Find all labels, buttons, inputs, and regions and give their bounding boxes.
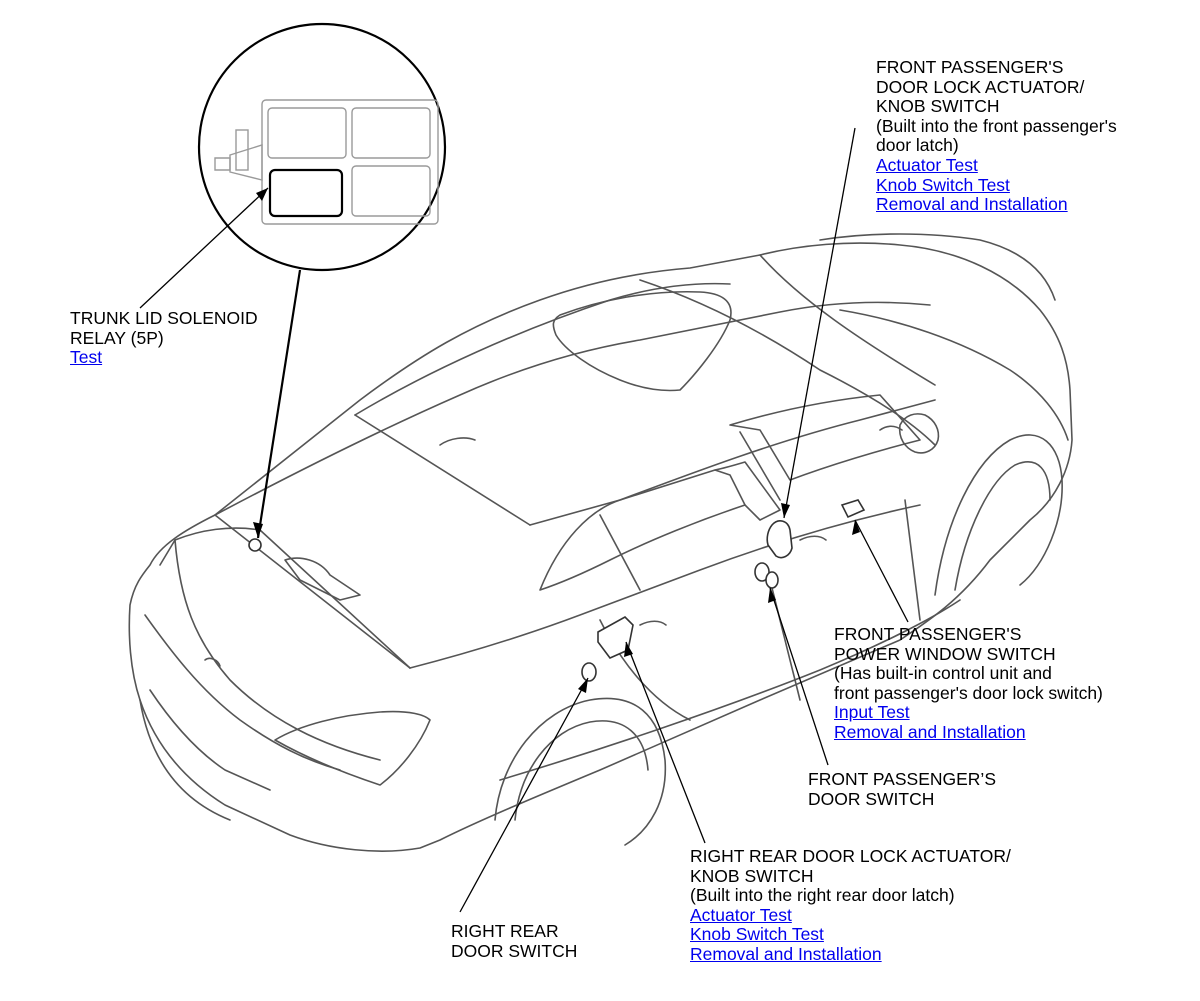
power-window-title-1: FRONT PASSENGER'S [834, 624, 1022, 644]
callout-front-lock-actuator: FRONT PASSENGER'S DOOR LOCK ACTUATOR/ KN… [876, 57, 1117, 215]
trunk-relay-marker [248, 538, 262, 552]
car-body [128, 233, 1073, 852]
rear-lock-title-3: (Built into the right rear door latch) [690, 885, 955, 906]
leader-lines [139, 127, 909, 913]
rear-door-switch-title-2: DOOR SWITCH [451, 940, 578, 961]
front-door-switch-title-1: FRONT PASSENGER’S [808, 769, 996, 789]
rear-door-switch-title-1: RIGHT REAR [451, 921, 559, 941]
callout-rear-lock-actuator: RIGHT REAR DOOR LOCK ACTUATOR/ KNOB SWIT… [690, 846, 1011, 965]
arrowheads [253, 188, 860, 693]
callout-power-window-switch: FRONT PASSENGER'S POWER WINDOW SWITCH (H… [834, 624, 1103, 743]
front-lock-actuator-test-link[interactable]: Actuator Test [876, 154, 978, 175]
component-parts [248, 499, 866, 682]
front-door-switch-part [754, 562, 770, 582]
power-window-input-test-link[interactable]: Input Test [834, 702, 910, 723]
rear-door-switch-part [581, 662, 597, 682]
trunk-relay-highlight [268, 168, 344, 218]
rear-lock-actuator-test-link[interactable]: Actuator Test [690, 904, 792, 925]
relay-box-inset [197, 22, 447, 272]
trunk-relay-title-1: TRUNK LID SOLENOID [70, 308, 258, 328]
rear-lock-title-2: KNOB SWITCH [690, 865, 814, 886]
front-lock-title-5: door latch) [876, 135, 959, 156]
front-lock-title-1: FRONT PASSENGER'S [876, 57, 1064, 77]
power-window-switch-part [840, 499, 866, 519]
power-window-title-2: POWER WINDOW SWITCH [834, 643, 1056, 664]
front-lock-knob-switch-test-link[interactable]: Knob Switch Test [876, 174, 1010, 195]
callout-front-door-switch: FRONT PASSENGER’S DOOR SWITCH [808, 769, 996, 809]
power-window-title-4: front passenger's door lock switch) [834, 682, 1103, 703]
rear-lock-knob-switch-test-link[interactable]: Knob Switch Test [690, 924, 824, 945]
front-lock-removal-link[interactable]: Removal and Installation [876, 194, 1068, 215]
rear-lock-removal-link[interactable]: Removal and Installation [690, 943, 882, 964]
trunk-relay-title-2: RELAY (5P) [70, 327, 164, 348]
front-door-switch-title-2: DOOR SWITCH [808, 788, 935, 809]
trunk-relay-test-link[interactable]: Test [70, 347, 103, 368]
front-lock-title-3: KNOB SWITCH [876, 96, 1000, 117]
callout-rear-door-switch: RIGHT REAR DOOR SWITCH [451, 921, 578, 961]
front-door-latch [766, 520, 793, 559]
front-lock-title-4: (Built into the front passenger's [876, 115, 1117, 136]
rear-lock-title-1: RIGHT REAR DOOR LOCK ACTUATOR/ [690, 846, 1011, 866]
power-window-removal-link[interactable]: Removal and Installation [834, 721, 1026, 742]
front-lock-title-2: DOOR LOCK ACTUATOR/ [876, 76, 1085, 97]
power-window-title-3: (Has built-in control unit and [834, 663, 1052, 684]
callout-trunk-relay: TRUNK LID SOLENOID RELAY (5P) Test [70, 308, 258, 368]
